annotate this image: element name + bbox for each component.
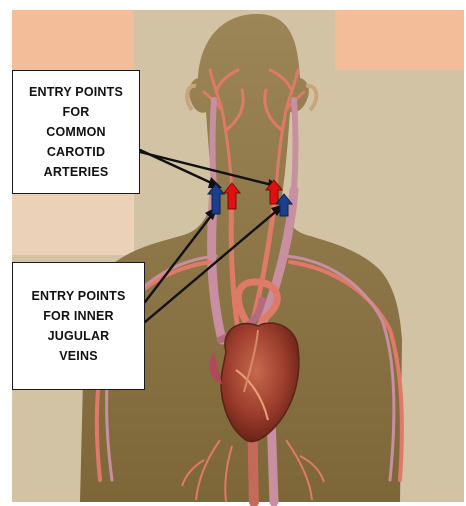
label-line: VEINS — [59, 346, 98, 366]
label-line: ENTRY POINTS — [29, 82, 123, 102]
label-line: CAROTID — [47, 142, 105, 162]
label-line: ARTERIES — [44, 162, 109, 182]
label-jugular-veins: ENTRY POINTS FOR INNER JUGULAR VEINS — [12, 262, 145, 390]
peach-panel-left — [12, 10, 134, 70]
label-line: FOR INNER — [43, 306, 114, 326]
label-line: COMMON — [46, 122, 106, 142]
peach-panel-right — [335, 10, 464, 70]
label-carotid-arteries: ENTRY POINTS FOR COMMON CAROTID ARTERIES — [12, 70, 140, 194]
label-line: JUGULAR — [48, 326, 110, 346]
label-line: ENTRY POINTS — [31, 286, 125, 306]
label-line: FOR — [63, 102, 90, 122]
